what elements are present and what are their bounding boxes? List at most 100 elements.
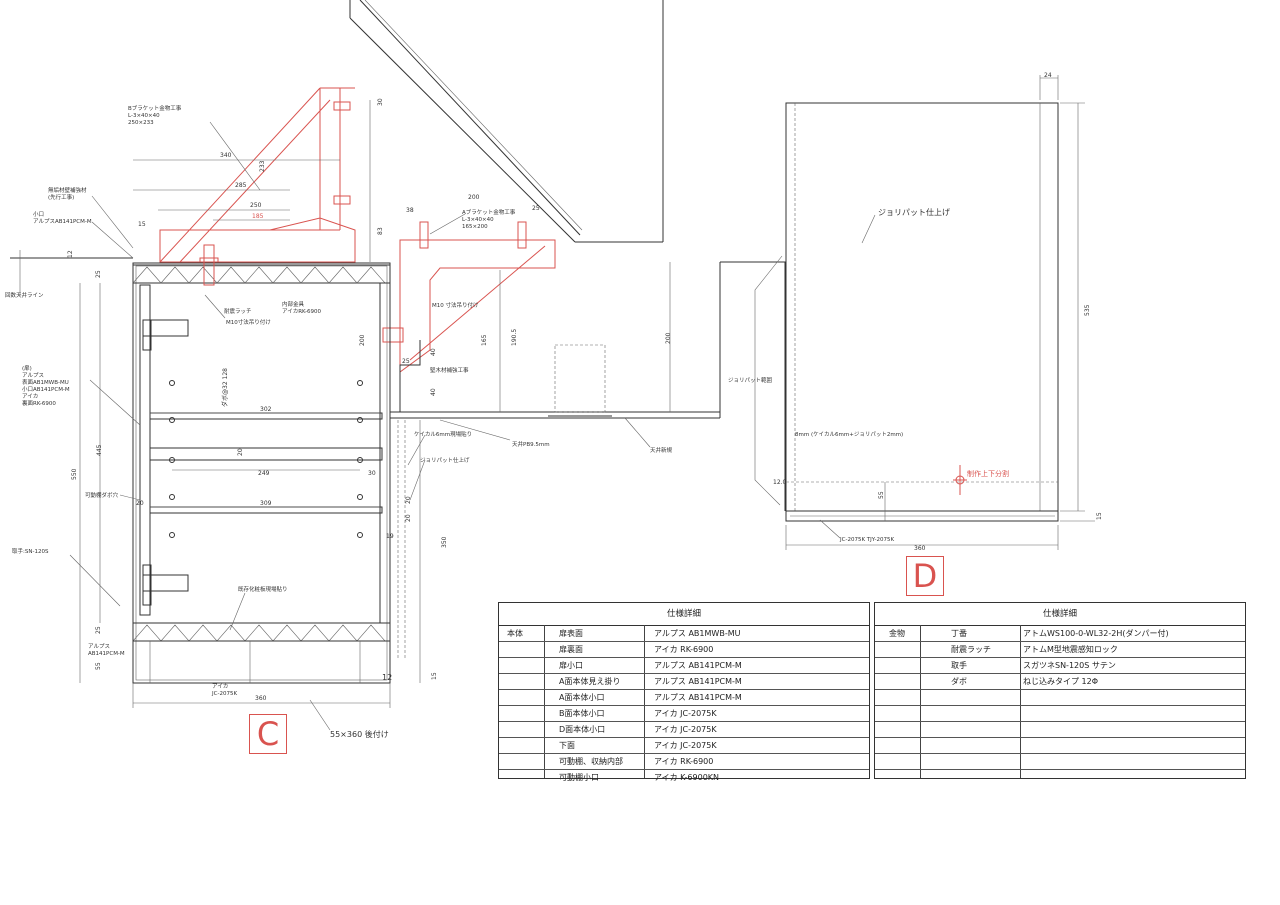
dim-185: 185 [252, 213, 264, 220]
dim-360: 360 [255, 695, 267, 702]
spec-left-cell: 扉小口 [559, 661, 583, 670]
spec-left-cell: A面本体小口 [559, 693, 605, 702]
dim-d360: 360 [914, 545, 926, 552]
spec-left-cell: 扉裏面 [559, 645, 583, 654]
spec-right-cell: アトムM型地震感知ロック [1023, 645, 1118, 654]
spec-left-cell: アイカ JC-2075K [654, 741, 717, 750]
spec-left-row: 可動棚、収納内部アイカ RK-6900 [499, 754, 869, 770]
dim-20c: 20 [405, 496, 412, 504]
spec-left-row: 扉小口 アルプス AB141PCM-M [499, 658, 869, 674]
dim-200b: 200 [359, 334, 366, 346]
spec-right-row [875, 690, 1245, 706]
dim-12a: 12 [67, 250, 74, 258]
spec-right-row: 金物 丁番 アトムWS100-0-WL32-2H(ダンパー付) [875, 626, 1245, 642]
label-split: 制作上下分割 [967, 469, 1009, 478]
dim-285: 285 [235, 182, 247, 189]
spec-left-cell: アルプス AB141PCM-M [654, 693, 742, 702]
dim-200a: 200 [468, 194, 480, 201]
spec-left-cell: アイカ JC-2075K [654, 709, 717, 718]
dim-233: 233 [259, 160, 266, 172]
dim-445: 445 [96, 444, 103, 456]
dim-shelf-pin: ダボ@32 128 [221, 368, 229, 407]
spec-right-cell: 丁番 [951, 629, 967, 638]
dim-165: 165 [481, 334, 488, 346]
spec-right-cell: ねじ込みタイプ 12Φ [1023, 677, 1099, 686]
dim-20b: 20 [136, 500, 144, 507]
label-after-install: 55×360 後付け [330, 729, 389, 739]
spec-left-cell: A面本体見え掛り [559, 677, 621, 686]
dim-30a: 30 [377, 98, 384, 106]
dim-15: 15 [138, 221, 146, 228]
label-bottom-mat: JC-2075K TJY-2075K [839, 537, 894, 543]
spec-left-cell: アルプス AB141PCM-M [654, 661, 742, 670]
spec-left-row: 可動棚小口 アイカ K-6900KN [499, 770, 869, 785]
label-ceiling-line: 回数天井ライン [5, 291, 44, 299]
dim-340: 340 [220, 152, 232, 159]
dim-38: 38 [406, 207, 414, 214]
label-aica-bottom: アイカ JC-2075K [211, 683, 237, 697]
label-m10-b: M10 寸法吊り付け [432, 301, 479, 309]
dim-550: 550 [71, 468, 78, 480]
label-ceiling-pb: 天井PB9.5mm [512, 440, 550, 448]
spec-right-row: ダボ ねじ込みタイプ 12Φ [875, 674, 1245, 690]
label-alps-bottom: アルプス AB141PCM-M [88, 643, 125, 657]
dim-20a: 20 [237, 448, 244, 456]
dim-d535: 535 [1084, 304, 1091, 316]
label-jolypate-d: ジョリパット仕上げ [878, 207, 950, 217]
spec-left-cell: 下面 [559, 741, 575, 750]
label-latch: 耐震ラッチ [224, 307, 252, 315]
spec-left-cell: 本体 [507, 629, 523, 638]
spec-right-row [875, 738, 1245, 754]
dim-12b: 12 [382, 673, 392, 682]
label-shelf-pin: 可動棚ダボ穴 [85, 491, 119, 499]
spec-right-cell: アトムWS100-0-WL32-2H(ダンパー付) [1023, 629, 1169, 638]
spec-left-cell: D面本体小口 [559, 725, 606, 734]
spec-left-row: A面本体見え掛り アルプス AB141PCM-M [499, 674, 869, 690]
spec-left-row: 下面 アイカ JC-2075K [499, 738, 869, 754]
dim-25a: 25 [95, 270, 102, 278]
spec-left-cell: 可動棚小口 [559, 773, 599, 782]
spec-right-cell: スガツネSN-120S サテン [1023, 661, 1116, 670]
spec-left-cell: 扉表面 [559, 629, 583, 638]
spec-left-row: D面本体小口 アイカ JC-2075K [499, 722, 869, 738]
spec-left-cell: 可動棚、収納内部 [559, 757, 623, 766]
spec-right-cell: 金物 [889, 629, 905, 638]
spec-left-row: B面本体小口アイカ JC-2075K [499, 706, 869, 722]
dim-190: 190.5 [511, 329, 518, 346]
spec-table-left-title: 仕様詳細 [499, 603, 869, 626]
label-inner-panel: 内部金具 アイカRK-6900 [282, 300, 322, 315]
spec-left-cell: アイカ JC-2075K [654, 725, 717, 734]
spec-table-right-title: 仕様詳細 [875, 603, 1245, 626]
spec-left-cell: アルプス AB1MWB-MU [654, 629, 741, 638]
label-jolypate-range: ジョリパット範囲 [728, 376, 773, 384]
spec-left-row: 扉裏面アイカ RK-6900 [499, 642, 869, 658]
spec-right-row [875, 706, 1245, 722]
dim-15b: 15 [431, 672, 438, 680]
spec-right-cell: ダボ [951, 677, 967, 686]
spec-left-cell: アイカ K-6900KN [654, 773, 720, 782]
spec-right-cell: 取手 [951, 661, 967, 670]
dim-83: 83 [377, 227, 384, 235]
label-keikaru: ケイカル6mm現場貼り [414, 430, 472, 438]
label-handle: 取手:SN-120S [12, 547, 49, 555]
spec-left-row: 本体 扉表面 アルプス AB1MWB-MU [499, 626, 869, 642]
spec-right-row: 取手 スガツネSN-120S サテン [875, 658, 1245, 674]
spec-left-cell: アルプス AB141PCM-M [654, 677, 742, 686]
spec-right-row [875, 770, 1245, 785]
label-door: (扉) アルプス 表面AB1MWB-MU 小口AB141PCM-M アイカ 裏面… [22, 364, 71, 407]
dim-40a: 40 [430, 348, 437, 356]
view-d: 24 535 12.0 55 15 360 ジョリパット仕上げ ジョリパット範囲… [728, 72, 1103, 552]
dim-25: 25 [532, 205, 540, 212]
label-ceiling-new: 天井新規 [650, 446, 673, 454]
dim-350: 350 [441, 536, 448, 548]
label-8mm: 8mm (ケイカル6mm+ジョリパット2mm) [795, 431, 903, 438]
dim-55: 55 [95, 662, 102, 670]
dim-19: 19 [386, 533, 394, 540]
spec-table-right: 仕様詳細 金物丁番アトムWS100-0-WL32-2H(ダンパー付)耐震ラッチア… [874, 602, 1246, 779]
label-m10-a: M10寸法吊り付け [226, 318, 271, 326]
label-no-base: 無垢材壁補強材 (先行工事) [48, 186, 88, 201]
dim-309: 309 [260, 500, 272, 507]
view-c: 340 285 250 185 233 30 83 200 38 25 15 1… [5, 0, 755, 739]
